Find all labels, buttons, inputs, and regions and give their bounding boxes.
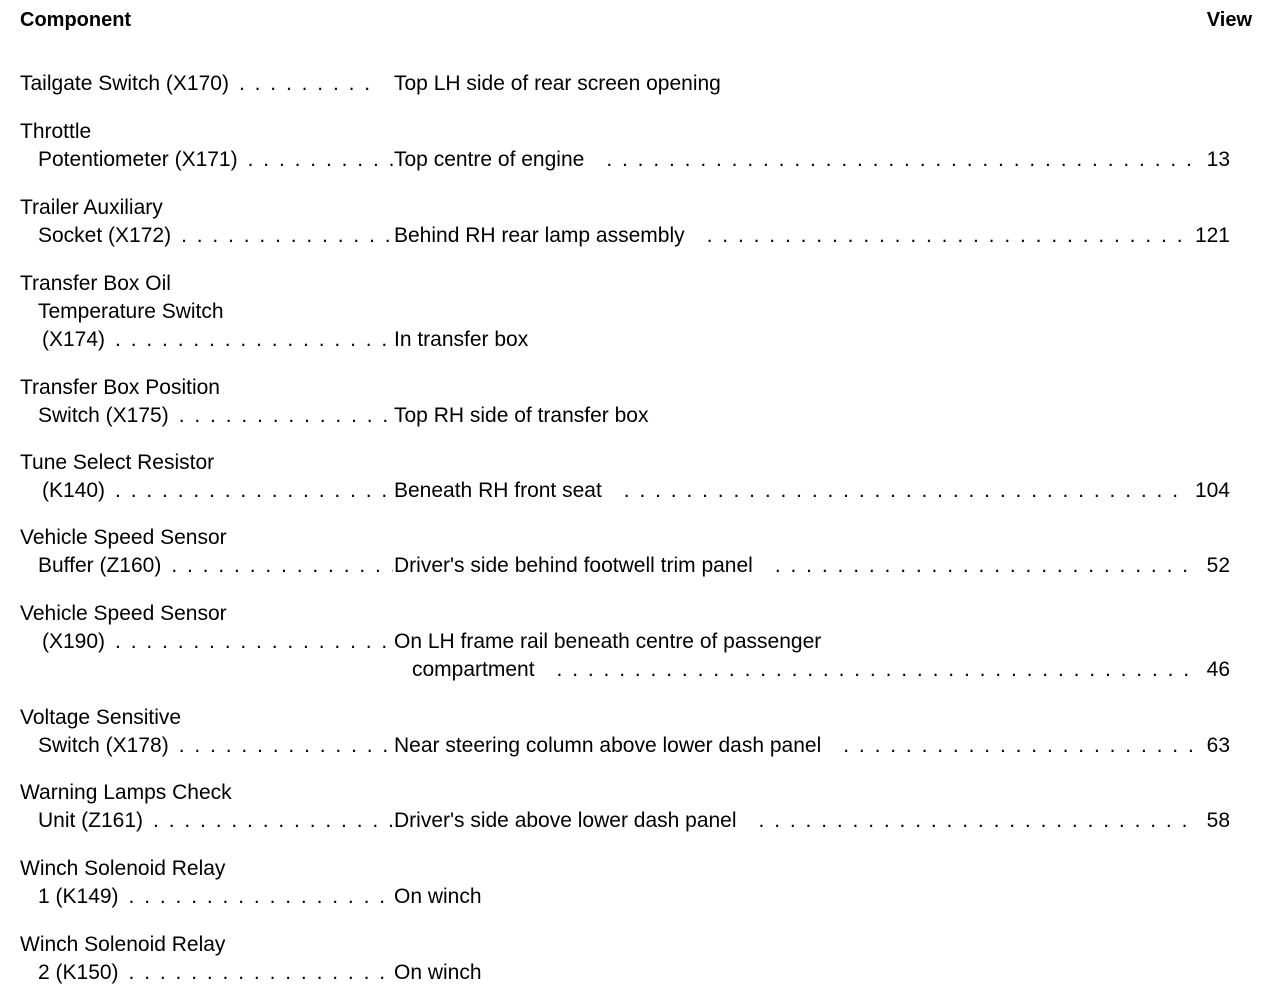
component-name: Winch Solenoid Relay xyxy=(20,857,226,880)
leader-dots xyxy=(248,146,393,174)
location-text: On winch xyxy=(394,885,482,908)
location-cell: On winch xyxy=(394,883,1230,911)
location-text: On LH frame rail beneath centre of passe… xyxy=(394,630,822,653)
leader-dots xyxy=(115,628,397,656)
location-text: Beneath RH front seat xyxy=(394,479,602,502)
leader-dots xyxy=(759,807,1193,835)
leader-dots xyxy=(557,656,1193,684)
view-number: 104 xyxy=(1194,479,1230,502)
view-number: 58 xyxy=(1206,809,1230,832)
location-cell: Beneath RH front seat 104 xyxy=(394,477,1230,505)
leader-dots xyxy=(843,732,1192,760)
location-text: Top centre of engine xyxy=(394,148,585,171)
location-cell: On winch xyxy=(394,959,1230,987)
leader-dots xyxy=(707,222,1181,250)
leader-dots xyxy=(606,146,1192,174)
leader-dots xyxy=(129,883,393,911)
component-cell: Warning Lamps Check Unit (Z161) xyxy=(20,779,375,835)
component-name: Vehicle Speed Sensor xyxy=(20,602,227,625)
view-number: 46 xyxy=(1206,658,1230,681)
component-name-continued: Switch (X178) xyxy=(38,734,169,757)
leader-dots xyxy=(181,222,393,250)
component-name: Tailgate Switch (X170) xyxy=(20,72,229,95)
component-cell: Tailgate Switch (X170) xyxy=(20,70,375,98)
location-text: In transfer box xyxy=(394,328,529,351)
component-name-continued: 2 (K150) xyxy=(38,961,119,984)
component-name: Warning Lamps Check xyxy=(20,781,232,804)
component-name-continued: Unit (Z161) xyxy=(38,809,144,832)
component-name: Trailer Auxiliary xyxy=(20,196,163,219)
component-cell: Winch Solenoid Relay 2 (K150) xyxy=(20,931,375,987)
leader-dots xyxy=(115,477,397,505)
component-name-continued: 1 (K149) xyxy=(38,885,119,908)
location-text: Driver's side behind footwell trim panel xyxy=(394,554,753,577)
component-cell: Vehicle Speed Sensor (X190) xyxy=(20,600,375,656)
component-name-continued: (K140) xyxy=(42,479,106,502)
component-name-continued: Buffer (Z160) xyxy=(38,554,162,577)
component-cell: Transfer Box Oil Temperature Switch (X17… xyxy=(20,270,375,354)
view-number: 121 xyxy=(1194,224,1230,247)
location-cell: Driver's side above lower dash panel 58 xyxy=(394,807,1230,835)
component-name-continued: Potentiometer (X171) xyxy=(38,148,238,171)
component-cell: Voltage Sensitive Switch (X178) xyxy=(20,704,375,760)
view-number: 63 xyxy=(1206,734,1230,757)
view-number: 52 xyxy=(1206,554,1230,577)
location-text: Behind RH rear lamp assembly xyxy=(394,224,685,247)
component-name-continued: Switch (X175) xyxy=(38,404,169,427)
component-name: Tune Select Resistor xyxy=(20,451,215,474)
location-text: On winch xyxy=(394,961,482,984)
location-cell: Driver's side behind footwell trim panel… xyxy=(394,552,1230,580)
location-text-continued: compartment xyxy=(412,658,535,681)
location-text: Near steering column above lower dash pa… xyxy=(394,734,822,757)
component-cell: Transfer Box Position Switch (X175) xyxy=(20,374,375,430)
leader-dots xyxy=(239,70,375,98)
component-name-continued: (X190) xyxy=(42,630,106,653)
component-name: Transfer Box Oil xyxy=(20,272,171,295)
location-cell: Top LH side of rear screen opening xyxy=(394,70,1230,98)
component-name-continued: (X174) xyxy=(42,328,106,351)
component-cell: Tune Select Resistor (K140) xyxy=(20,449,375,505)
view-column-header: View xyxy=(1206,9,1252,31)
component-cell: Throttle Potentiometer (X171) xyxy=(20,118,375,174)
component-name: Voltage Sensitive xyxy=(20,706,182,729)
location-cell: On LH frame rail beneath centre of passe… xyxy=(394,628,1230,684)
component-name: Vehicle Speed Sensor xyxy=(20,526,227,549)
leader-dots xyxy=(171,552,393,580)
view-number: 13 xyxy=(1206,148,1230,171)
location-text: Top LH side of rear screen opening xyxy=(394,72,721,95)
location-cell: In transfer box xyxy=(394,326,1230,354)
leader-dots xyxy=(129,959,393,987)
component-cell: Vehicle Speed Sensor Buffer (Z160) xyxy=(20,524,375,580)
location-cell: Behind RH rear lamp assembly 121 xyxy=(394,222,1230,250)
component-name-continued: Temperature Switch xyxy=(38,300,224,323)
component-name: Transfer Box Position xyxy=(20,376,220,399)
component-cell: Winch Solenoid Relay 1 (K149) xyxy=(20,855,375,911)
location-cell: Near steering column above lower dash pa… xyxy=(394,732,1230,760)
component-name-continued: Socket (X172) xyxy=(38,224,172,247)
leader-dots xyxy=(775,552,1193,580)
leader-dots xyxy=(179,732,393,760)
leader-dots xyxy=(153,807,393,835)
location-text: Top RH side of transfer box xyxy=(394,404,649,427)
leader-dots xyxy=(624,477,1181,505)
leader-dots xyxy=(115,326,397,354)
leader-dots xyxy=(179,402,393,430)
location-cell: Top RH side of transfer box xyxy=(394,402,1230,430)
component-column-header: Component xyxy=(20,9,132,31)
location-cell: Top centre of engine 13 xyxy=(394,146,1230,174)
component-name: Winch Solenoid Relay xyxy=(20,933,226,956)
component-name: Throttle xyxy=(20,120,92,143)
location-text: Driver's side above lower dash panel xyxy=(394,809,737,832)
component-cell: Trailer Auxiliary Socket (X172) xyxy=(20,194,375,250)
